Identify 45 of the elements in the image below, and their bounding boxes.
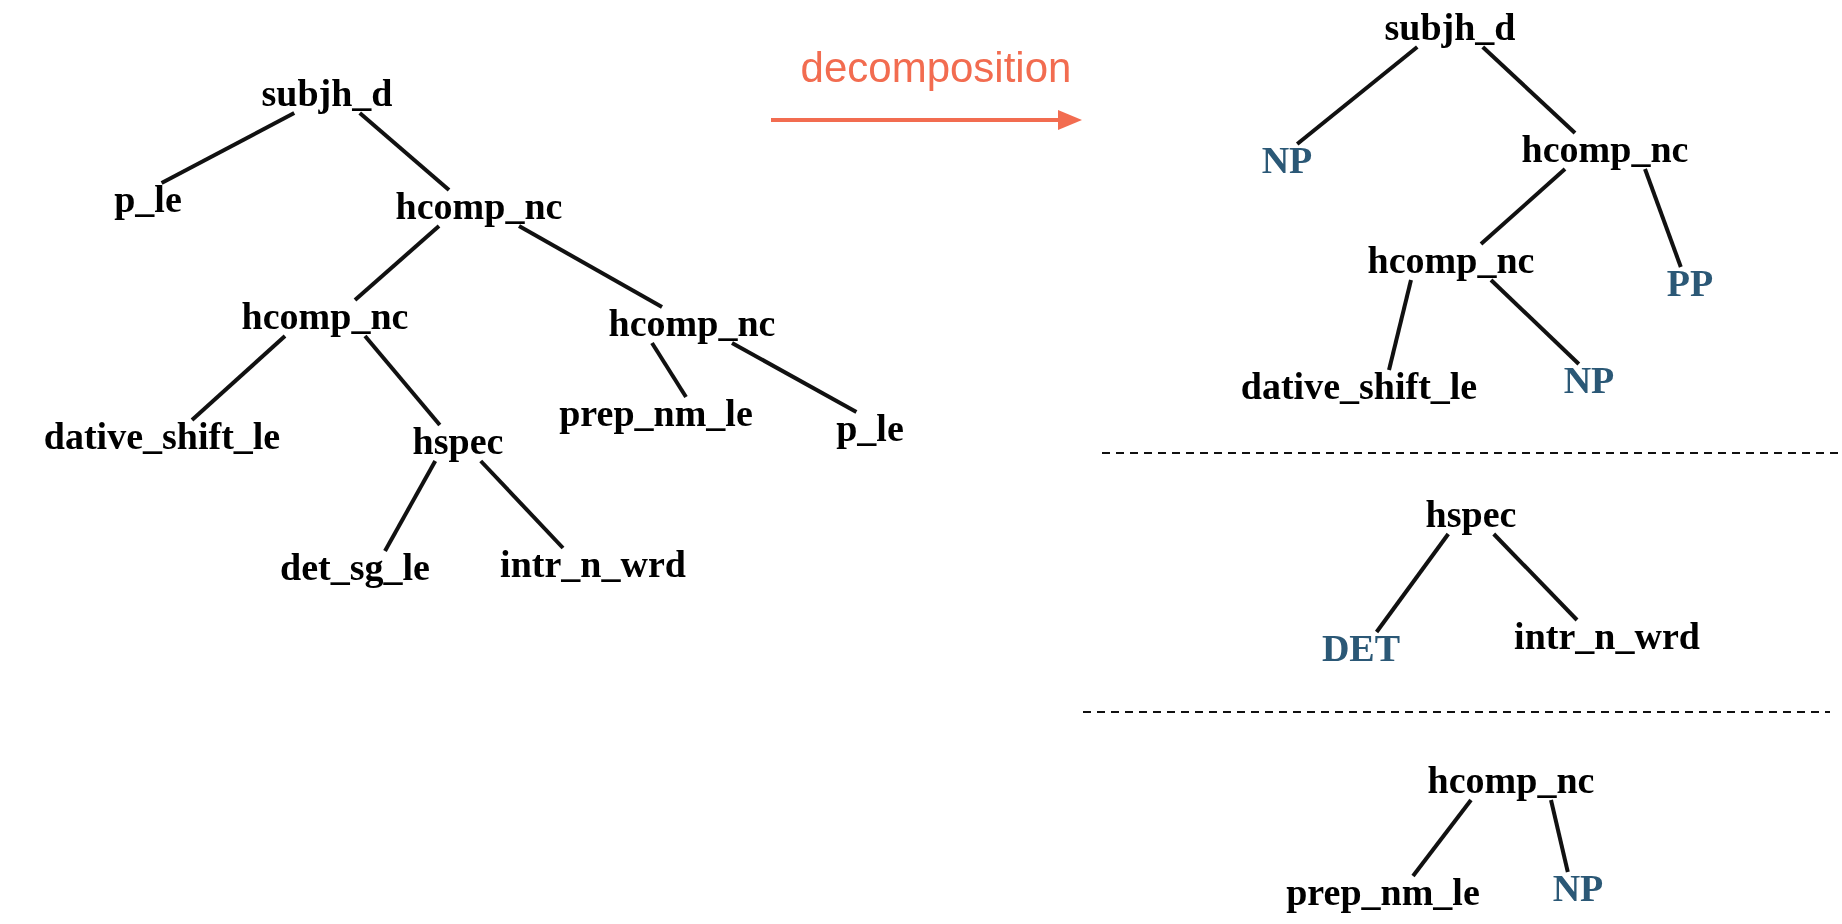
- tree-branch-line: [358, 111, 451, 192]
- tree-branch-line: [1489, 278, 1581, 366]
- tree-node-label: intr_n_wrd: [1514, 616, 1700, 658]
- tree-branch-line: [160, 111, 296, 185]
- tree-node-label: hspec: [1425, 494, 1517, 536]
- tree-branch-line: [731, 341, 858, 414]
- tree-branch-line: [1481, 45, 1577, 135]
- tree-branch-line: [1549, 799, 1570, 873]
- tree-node-label: hcomp_nc: [241, 296, 409, 338]
- tree-node-label: det_sg_le: [280, 547, 430, 589]
- tree-node-label: prep_nm_le: [1286, 872, 1480, 914]
- tree-node-label: intr_n_wrd: [500, 544, 686, 586]
- tree-node-label: DET: [1321, 628, 1401, 670]
- tree-node-label: PP: [1666, 263, 1714, 305]
- tree-branch-line: [650, 341, 688, 399]
- tree-branch-line: [1295, 45, 1419, 146]
- tree-node-label: hcomp_nc: [1427, 760, 1595, 802]
- tree-node-label: p_le: [836, 408, 904, 450]
- tree-node-label: NP: [1552, 868, 1604, 910]
- tree-branch-line: [1479, 167, 1567, 246]
- tree-node-label: subjh_d: [261, 73, 393, 115]
- tree-node-label: hcomp_nc: [1367, 240, 1535, 282]
- tree-branch-line: [1492, 532, 1579, 622]
- tree-node-label: p_le: [114, 179, 182, 221]
- tree-node-label: hcomp_nc: [1521, 129, 1689, 171]
- tree-node-label: dative_shift_le: [43, 416, 281, 458]
- tree-branch-line: [190, 334, 287, 422]
- tree-branch-line: [1375, 532, 1450, 634]
- tree-node-label: subjh_d: [1384, 7, 1516, 49]
- tree-branch-line: [479, 459, 565, 550]
- tree-branch-line: [1643, 168, 1683, 268]
- tree-node-label: hcomp_nc: [608, 303, 776, 345]
- tree-branch-line: [353, 224, 441, 302]
- tree-node-label: NP: [1261, 140, 1313, 182]
- tree-node-label: dative_shift_le: [1240, 366, 1478, 408]
- tree-branch-line: [1411, 798, 1473, 878]
- arrow-label: decomposition: [800, 44, 1072, 92]
- tree-node-label: prep_nm_le: [559, 393, 753, 435]
- tree-branch-line: [1387, 279, 1413, 371]
- tree-node-label: hspec: [412, 421, 504, 463]
- tree-node-label: NP: [1563, 360, 1615, 402]
- tree-node-label: hcomp_nc: [395, 186, 563, 228]
- tree-branch-line: [383, 460, 437, 552]
- tree-branch-line: [363, 334, 442, 427]
- tree-branch-line: [518, 224, 663, 309]
